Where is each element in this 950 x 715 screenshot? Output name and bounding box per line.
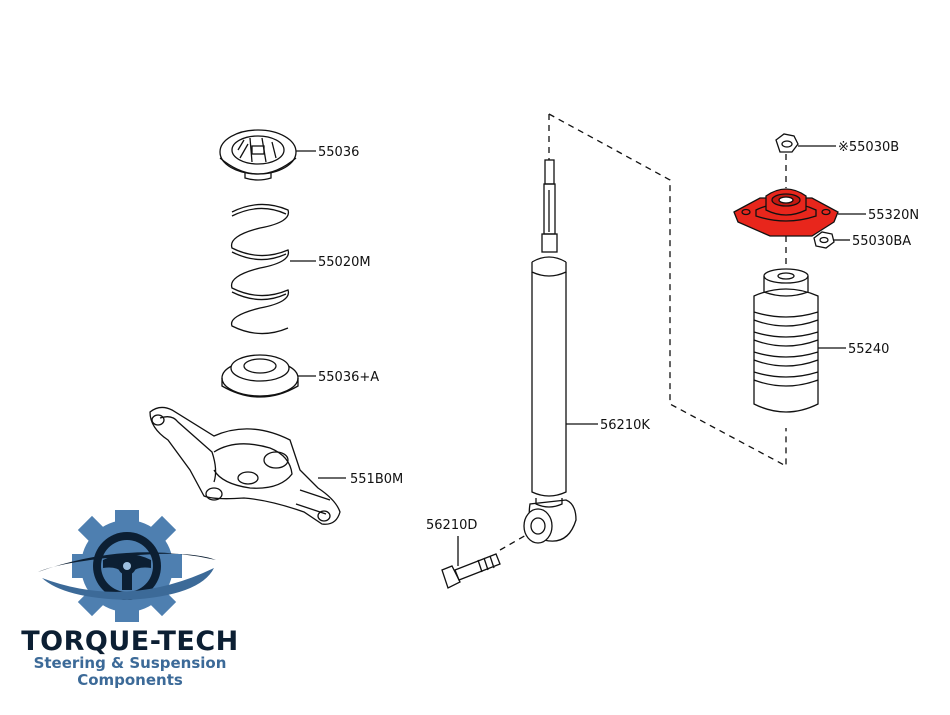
label-55320N: 55320N bbox=[868, 208, 919, 223]
label-55036: 55036 bbox=[318, 145, 359, 160]
label-55020M: 55020M bbox=[318, 255, 371, 270]
logo-subtitle: Steering & Suspension Components bbox=[0, 655, 260, 689]
part-labels: 55036 55020M 55036+A 551B0M 56210D 56210… bbox=[318, 140, 919, 533]
strut-mount-55320N bbox=[733, 188, 866, 237]
torque-tech-logo-icon bbox=[38, 510, 216, 622]
label-55030B: ※55030B bbox=[838, 140, 899, 155]
nut-55030B bbox=[775, 133, 836, 153]
upper-spring-seat-55036 bbox=[219, 129, 316, 181]
shock-absorber-56210K bbox=[523, 159, 598, 544]
nut-55030BA bbox=[813, 231, 850, 249]
bolt-56210D bbox=[441, 536, 501, 589]
logo-subtitle-line2: Components bbox=[77, 671, 183, 689]
assembly-guides bbox=[499, 113, 787, 551]
label-55036A: 55036+A bbox=[318, 370, 379, 385]
bump-stop-55240 bbox=[753, 268, 846, 413]
label-55240: 55240 bbox=[848, 342, 889, 357]
lower-arm-551B0M bbox=[149, 406, 346, 525]
label-55030BA: 55030BA bbox=[852, 234, 911, 249]
label-56210D: 56210D bbox=[426, 518, 477, 533]
logo-subtitle-line1: Steering & Suspension bbox=[33, 654, 227, 672]
label-56210K: 56210K bbox=[600, 418, 650, 433]
lower-spring-seat-55036A bbox=[221, 354, 316, 398]
logo-title: TORQUE-TECH bbox=[21, 626, 239, 657]
coil-spring-55020M bbox=[230, 203, 316, 335]
label-551B0M: 551B0M bbox=[350, 472, 403, 487]
